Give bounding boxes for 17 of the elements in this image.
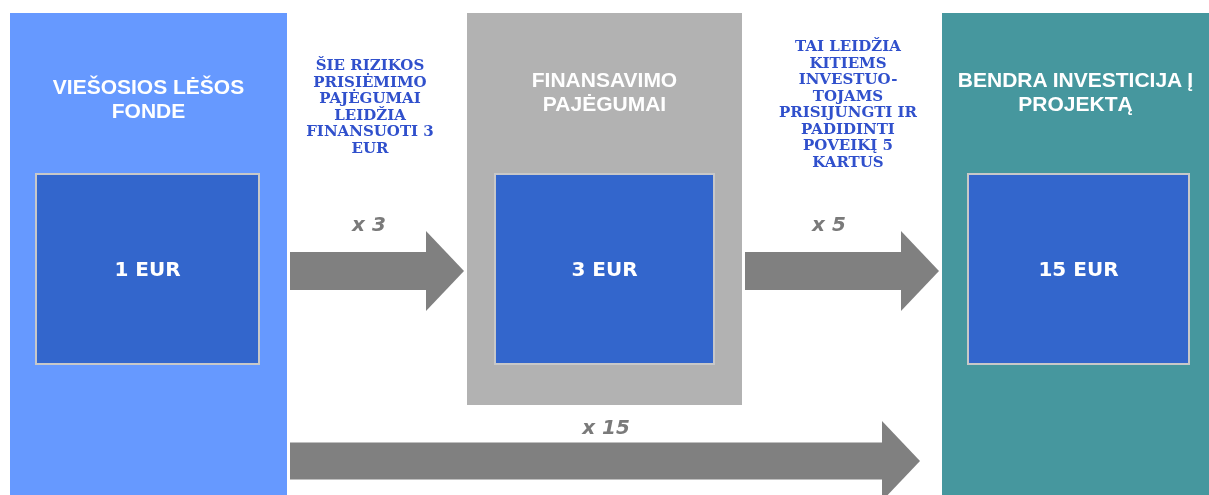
column-panel <box>467 13 742 405</box>
block-arrow <box>290 421 920 495</box>
note-text: ŠIE RIZIKOS PRISIĖMIMO PAJĖGUMAI LEIDŽIA FINANSUOTI 3 EUR <box>305 57 435 156</box>
amount-box <box>35 173 260 365</box>
amount-box <box>494 173 715 365</box>
block-arrow <box>290 231 464 311</box>
column-title: FINANSAVIMO PAJĖGUMAI <box>530 68 679 116</box>
column-title: VIEŠOSIOS LĖŠOS FONDE <box>51 75 246 123</box>
amount-text: 3 EUR <box>571 257 638 281</box>
column-panel <box>942 13 1209 495</box>
block-arrow <box>745 231 939 311</box>
amount-text: 15 EUR <box>1038 257 1119 281</box>
amount-box <box>967 173 1190 365</box>
column-panel <box>10 13 287 495</box>
note-text: TAI LEIDŽIA KITIEMS INVESTUO-TOJAMS PRISIJUNGTI IR PADIDINTI POVEIKĮ 5 KARTUS <box>777 38 919 170</box>
column-title: BENDRA INVESTICIJA Į PROJEKTĄ <box>956 68 1195 116</box>
amount-text: 1 EUR <box>114 257 181 281</box>
